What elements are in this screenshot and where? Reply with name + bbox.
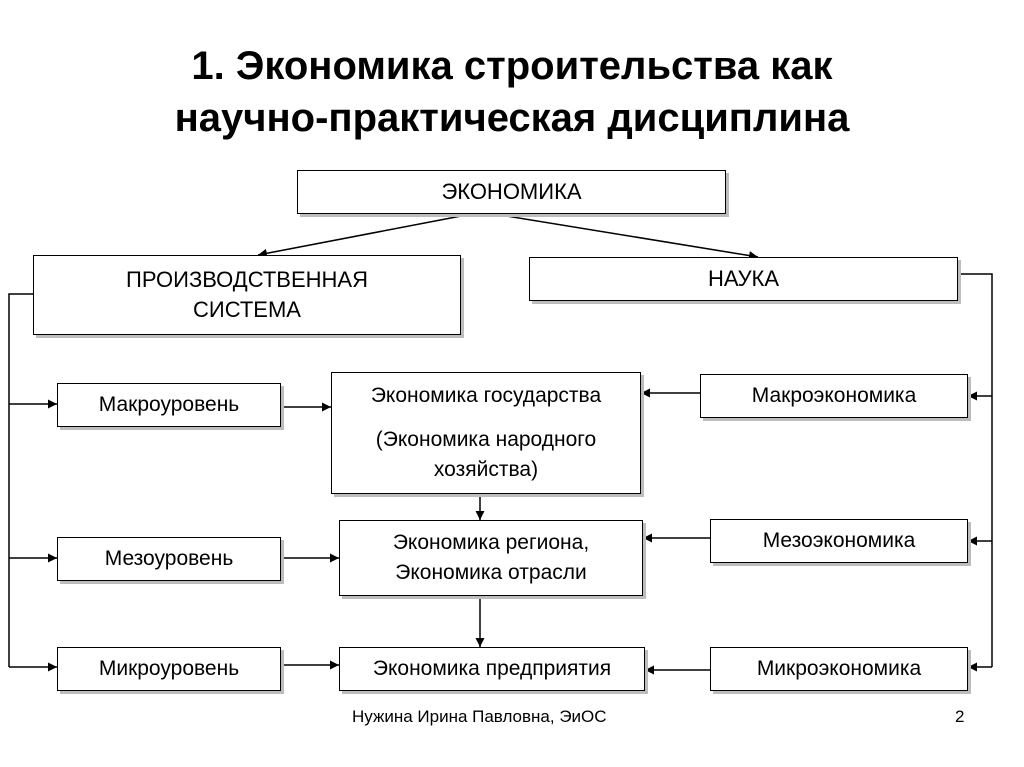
macroeconomics-label: Макроэкономика	[751, 384, 917, 407]
industry-economy-label: Экономика отрасли	[395, 561, 587, 584]
macroeconomics-box: Макроэкономика	[700, 374, 968, 418]
science-label: НАУКА	[707, 266, 780, 291]
state-economy-box: Экономика государства (Экономика народно…	[331, 372, 641, 494]
footer-author: Нужина Ирина Павловна, ЭиОС	[352, 707, 607, 726]
production-system-box: ПРОИЗВОДСТВЕННАЯ СИСТЕМА	[33, 255, 461, 335]
production-system-label-line-1: ПРОИЗВОДСТВЕННАЯ	[126, 267, 368, 292]
microeconomics-label: Микроэкономика	[756, 657, 922, 680]
slide-title: 1. Экономика строительства как научно-пр…	[0, 40, 1024, 144]
macrolevel-label: Макроуровень	[98, 393, 240, 416]
state-economy-label-line-3: хозяйства)	[433, 458, 539, 481]
state-economy-label-line-2: (Экономика народного	[375, 428, 597, 451]
arrow-root-to-production	[257, 211, 483, 258]
region-industry-economy-box: Экономика региона, Экономика отрасли	[339, 520, 643, 596]
slide-title-line-1: 1. Экономика строительства как	[191, 44, 833, 88]
science-box: НАУКА	[529, 257, 958, 301]
mesolevel-label: Мезоуровень	[104, 547, 234, 570]
enterprise-economy-label: Экономика предприятия	[372, 657, 612, 680]
economics-root-label: ЭКОНОМИКА	[441, 179, 582, 204]
microeconomics-box: Микроэкономика	[710, 647, 968, 691]
economics-root-box: ЭКОНОМИКА	[297, 170, 726, 214]
microlevel-label: Микроуровень	[98, 657, 240, 680]
mesolevel-box: Мезоуровень	[57, 537, 281, 581]
right-bus-line	[958, 273, 993, 667]
macrolevel-box: Макроуровень	[57, 383, 281, 427]
state-economy-label-line-1: Экономика государства	[370, 384, 602, 407]
slide-title-line-2: научно-практическая дисциплина	[174, 96, 850, 140]
left-bus-line	[8, 293, 33, 667]
mesoeconomics-label: Мезоэкономика	[762, 529, 916, 552]
region-economy-label: Экономика региона,	[392, 531, 590, 554]
enterprise-economy-box: Экономика предприятия	[339, 647, 645, 691]
production-system-label-line-2: СИСТЕМА	[193, 297, 301, 322]
page-number: 2	[955, 707, 965, 726]
microlevel-box: Микроуровень	[57, 647, 281, 691]
mesoeconomics-box: Мезоэкономика	[710, 519, 968, 563]
arrow-root-to-science	[481, 211, 759, 260]
